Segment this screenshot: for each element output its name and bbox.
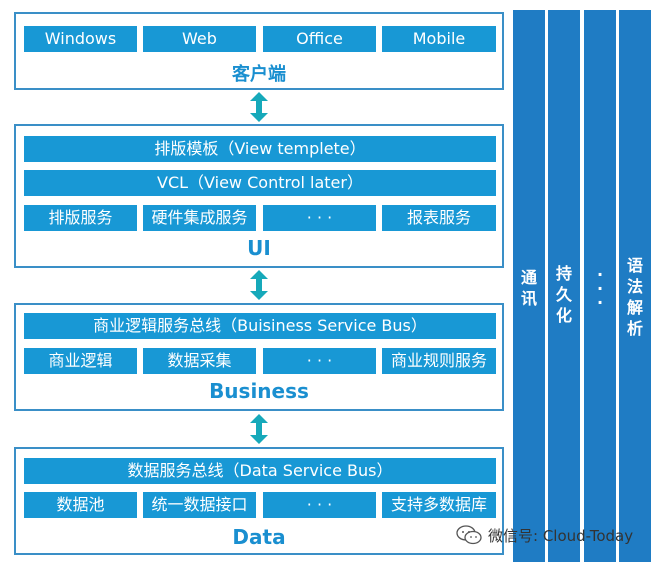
side-bar-syntax-parsing-char: 语 xyxy=(626,256,643,275)
ui-ellipsis-box: · · · xyxy=(263,205,376,231)
ui-hardware-service-box: 硬件集成服务 xyxy=(143,205,256,231)
ui-title: UI xyxy=(247,236,271,260)
data-service-bus-bar: 数据服务总线（Data Service Bus） xyxy=(24,458,496,484)
data-unified-interface-box: 统一数据接口 xyxy=(143,492,256,518)
side-bar-persistence: 持 久 化 xyxy=(548,10,580,562)
client-ui-arrow xyxy=(250,92,268,122)
side-bar-syntax-parsing: 语 法 解 析 xyxy=(619,10,651,562)
side-bar-ellipsis: · · · xyxy=(584,10,616,562)
watermark-text: 微信号: Cloud-Today xyxy=(488,526,634,545)
side-bar-syntax-parsing-char: 解 xyxy=(626,298,643,317)
data-title: Data xyxy=(232,525,286,549)
data-panel: 数据服务总线（Data Service Bus） 数据池 统一数据接口 · · … xyxy=(14,447,504,555)
client-panel: Windows Web Office Mobile 客户端 xyxy=(14,12,504,90)
business-rules-service-box: 商业规则服务 xyxy=(382,348,496,374)
client-mobile-box: Mobile xyxy=(382,26,496,52)
side-bar-persistence-char: 久 xyxy=(555,285,572,304)
ui-business-arrow xyxy=(250,270,268,300)
wechat-watermark: 微信号: Cloud-Today xyxy=(456,524,633,546)
ui-panel: 排版模板（View templete） VCL（View Control lat… xyxy=(14,124,504,268)
ui-vcl-bar: VCL（View Control later） xyxy=(24,170,496,196)
business-data-collection-box: 数据采集 xyxy=(143,348,256,374)
wechat-icon xyxy=(456,525,482,545)
side-bar-communication-char: 通 xyxy=(520,268,537,287)
side-bar-syntax-parsing-char: 法 xyxy=(626,277,643,296)
business-data-arrow xyxy=(250,414,268,444)
data-pool-box: 数据池 xyxy=(24,492,137,518)
side-bar-ellipsis-dot: · xyxy=(596,293,604,312)
business-panel: 商业逻辑服务总线（Buisiness Service Bus） 商业逻辑 数据采… xyxy=(14,303,504,411)
client-web-box: Web xyxy=(143,26,256,52)
ui-report-service-box: 报表服务 xyxy=(382,205,496,231)
side-bar-persistence-char: 持 xyxy=(555,264,572,283)
side-bar-communication-char: 讯 xyxy=(520,289,537,308)
business-service-bus-bar: 商业逻辑服务总线（Buisiness Service Bus） xyxy=(24,313,496,339)
data-ellipsis-box: · · · xyxy=(263,492,376,518)
side-bar-ellipsis-dot: · xyxy=(596,279,604,298)
ui-layout-service-box: 排版服务 xyxy=(24,205,137,231)
side-bar-ellipsis-dot: · xyxy=(596,265,604,284)
business-title: Business xyxy=(209,379,309,403)
side-bar-persistence-char: 化 xyxy=(555,306,572,325)
client-windows-box: Windows xyxy=(24,26,137,52)
business-ellipsis-box: · · · xyxy=(263,348,376,374)
data-multi-database-box: 支持多数据库 xyxy=(382,492,496,518)
client-title: 客户端 xyxy=(232,64,286,85)
side-bar-syntax-parsing-char: 析 xyxy=(626,319,643,338)
business-logic-box: 商业逻辑 xyxy=(24,348,137,374)
ui-layout-template-bar: 排版模板（View templete） xyxy=(24,136,496,162)
client-office-box: Office xyxy=(263,26,376,52)
side-bar-communication: 通 讯 xyxy=(513,10,545,562)
